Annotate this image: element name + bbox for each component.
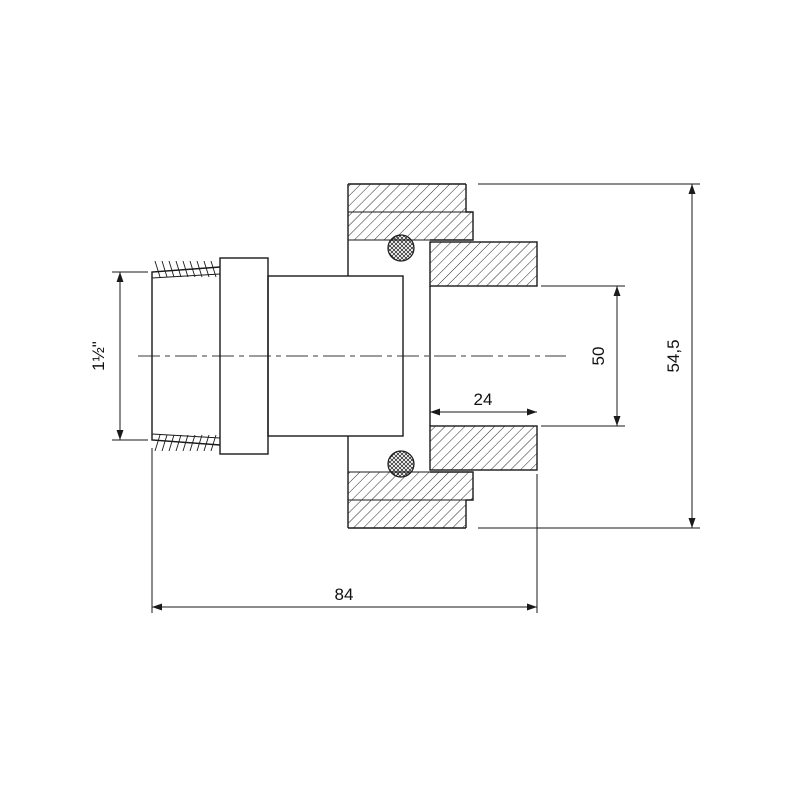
union-nut <box>347 183 474 529</box>
dim-thread-size-arrow-down <box>116 430 124 440</box>
dim-depth-arrow-left <box>430 408 440 416</box>
body-section <box>267 275 404 437</box>
union-nut-inner-lines <box>348 211 466 501</box>
dim-thread-size-label: 1½" <box>89 341 108 371</box>
dim-od-label: 54,5 <box>664 339 683 372</box>
socket-wall-top <box>429 241 538 287</box>
union-nut-right-steps <box>430 184 474 528</box>
thread-crest-ticks-top <box>154 260 217 278</box>
dim-length-extension-lines <box>151 448 538 613</box>
dim-overall-length: 84 <box>151 448 538 613</box>
male-thread-section <box>151 260 221 452</box>
dim-bore-diameter: 50 <box>541 285 625 427</box>
dim-od-arrow-up <box>688 184 696 194</box>
dim-outer-diameter: 54,5 <box>478 183 700 529</box>
dim-bore-arrow-down <box>613 416 621 426</box>
dim-bore-arrow-up <box>613 286 621 296</box>
dim-od-extension-lines <box>478 183 700 529</box>
socket-wall-bottom <box>429 425 538 471</box>
o-ring-bottom <box>387 450 415 478</box>
dim-length-arrow-right <box>527 603 537 611</box>
union-nut-outer-edges <box>348 183 466 529</box>
dim-length-arrow-left <box>152 603 162 611</box>
dim-depth-arrow-right <box>527 408 537 416</box>
o-ring-top <box>387 234 415 262</box>
dim-bore-extension-lines <box>541 285 625 427</box>
dim-bore-label: 50 <box>589 347 608 366</box>
thread-crest-ticks-bottom <box>154 434 217 452</box>
dim-depth-label: 24 <box>474 390 493 409</box>
dim-thread-size-arrow-up <box>116 272 124 282</box>
socket-section <box>429 241 538 471</box>
dim-socket-depth: 24 <box>430 390 537 416</box>
dim-length-label: 84 <box>335 585 354 604</box>
dim-od-arrow-down <box>688 518 696 528</box>
dim-thread-size: 1½" <box>89 271 148 441</box>
dim-thread-size-extension-lines <box>112 271 148 441</box>
